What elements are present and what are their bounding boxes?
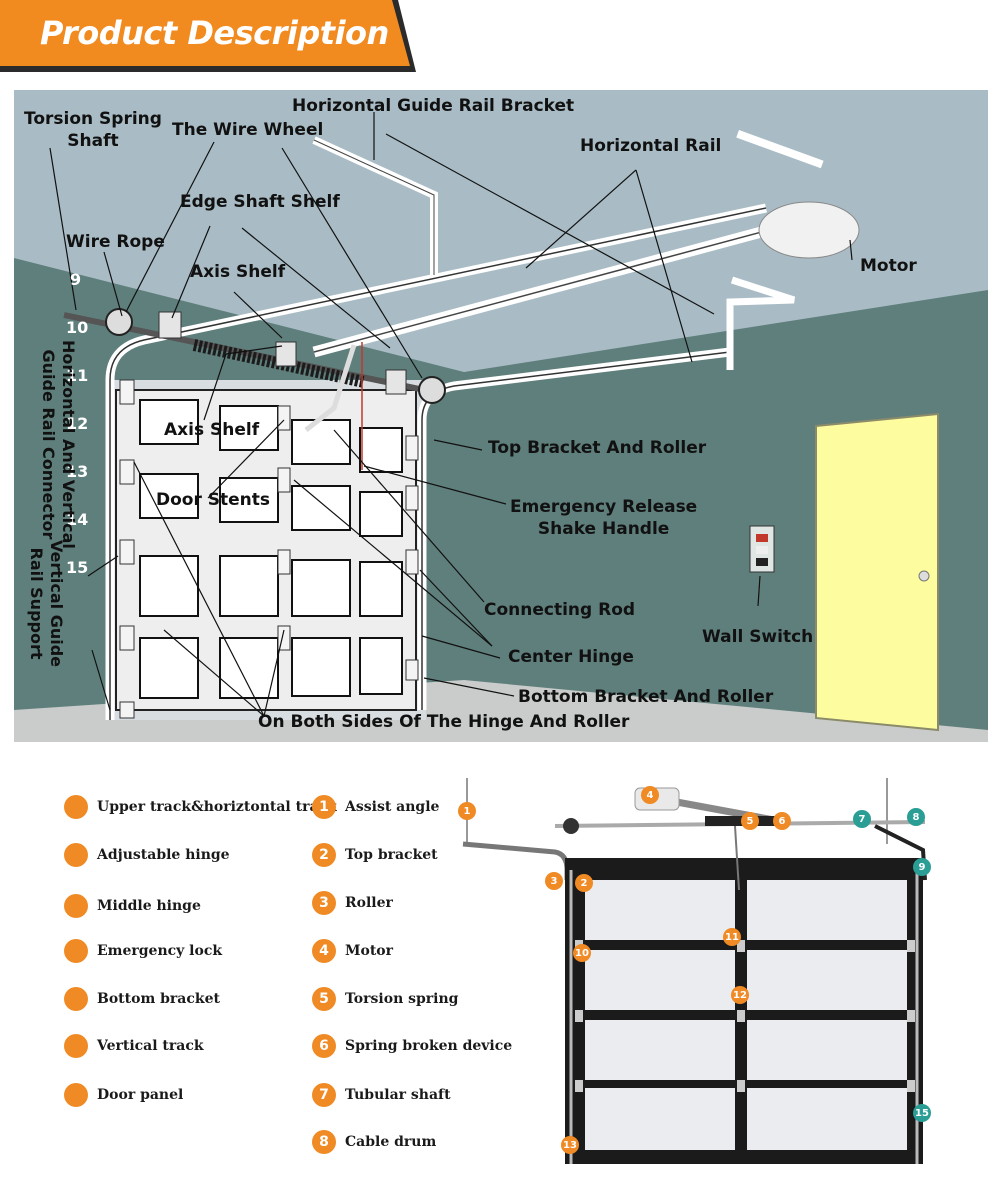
horizontal-guide-rail-bracket-label: Horizontal Guide Rail Bracket xyxy=(292,96,575,116)
diagram-number-13: 13 xyxy=(66,462,89,481)
bullet-icon xyxy=(64,939,88,963)
legend-item: Emergency lock xyxy=(64,936,222,966)
banner xyxy=(0,0,416,72)
number-badge: 3 xyxy=(312,891,336,915)
legend-label: Upper track&horiztontal track xyxy=(97,799,337,815)
garage-illustration xyxy=(14,90,988,742)
number-badge: 4 xyxy=(312,939,336,963)
number-badge: 1 xyxy=(312,795,336,819)
legend-item: 6 Spring broken device xyxy=(312,1031,512,1061)
legend-item: Vertical track xyxy=(64,1031,204,1061)
legend-label: Roller xyxy=(345,895,393,911)
photo-badge-6: 6 xyxy=(773,812,791,830)
wall-switch-label: Wall Switch xyxy=(702,627,814,647)
diagram-number-11: 11 xyxy=(66,366,89,385)
hv-connector-label: Horizontal And Vertical Guide Rail Conne… xyxy=(39,340,78,549)
legend-item: 7 Tubular shaft xyxy=(312,1080,451,1110)
wire-rope-label: Wire Rope xyxy=(66,232,165,252)
number-badge: 6 xyxy=(312,1034,336,1058)
legend-item: 2 Top bracket xyxy=(312,840,438,870)
legend-item: Upper track&horiztontal track xyxy=(64,792,337,822)
motor-label: Motor xyxy=(860,256,917,276)
legend-label: Torsion spring xyxy=(345,991,459,1007)
diagram-number-12: 12 xyxy=(66,414,89,433)
legend-label: Adjustable hinge xyxy=(97,847,230,863)
garage-diagram: Torsion Spring Shaft The Wire Wheel Hori… xyxy=(14,90,988,742)
number-badge: 7 xyxy=(312,1083,336,1107)
legend-label: Assist angle xyxy=(345,799,440,815)
legend-item: Middle hinge xyxy=(64,891,201,921)
photo-badge-5: 5 xyxy=(741,812,759,830)
center-hinge-label: Center Hinge xyxy=(508,647,634,667)
edge-shaft-shelf-label: Edge Shaft Shelf xyxy=(180,192,340,212)
torsion-spring-shaft-label: Torsion Spring Shaft xyxy=(24,109,162,151)
legend-label: Spring broken device xyxy=(345,1038,513,1054)
photo-badge-8: 8 xyxy=(907,808,925,826)
bullet-icon xyxy=(64,843,88,867)
axis-shelf-label-top: Axis Shelf xyxy=(190,262,286,282)
legend-item: 1 Assist angle xyxy=(312,792,439,822)
diagram-number-14: 14 xyxy=(66,510,89,529)
diagram-number-15: 15 xyxy=(66,558,89,577)
number-badge: 2 xyxy=(312,843,336,867)
vertical-support-label: Vertical Guide Rail Support xyxy=(27,540,66,668)
emergency-release-label: Emergency Release Shake Handle xyxy=(510,497,698,539)
photo-badge-11: 11 xyxy=(723,928,741,946)
legend-item: 4 Motor xyxy=(312,936,393,966)
door-stents-label: Door Stents xyxy=(156,490,271,510)
legend-item: Adjustable hinge xyxy=(64,840,230,870)
legend-label: Top bracket xyxy=(345,847,438,863)
connecting-rod-label: Connecting Rod xyxy=(484,600,636,620)
photo-badge-15: 15 xyxy=(913,1104,931,1122)
photo-badge-10: 10 xyxy=(573,944,591,962)
page-title: Product Description xyxy=(40,14,389,52)
hinge-and-roller-label: On Both Sides Of The Hinge And Roller xyxy=(258,712,630,732)
door-photo-illustration xyxy=(462,778,927,1164)
number-badge: 8 xyxy=(312,1130,336,1154)
legend-item: Bottom bracket xyxy=(64,984,220,1014)
photo-badge-4: 4 xyxy=(641,786,659,804)
legend-label: Emergency lock xyxy=(97,943,223,959)
legend-item: 8 Cable drum xyxy=(312,1127,436,1157)
photo-badge-2: 2 xyxy=(575,874,593,892)
diagram-number-9: 9 xyxy=(70,270,82,289)
legend-label: Door panel xyxy=(97,1087,184,1103)
number-badge: 5 xyxy=(312,987,336,1011)
bullet-icon xyxy=(64,894,88,918)
photo-badge-9: 9 xyxy=(913,858,931,876)
bullet-icon xyxy=(64,795,88,819)
photo-badge-7: 7 xyxy=(853,810,871,828)
diagram-number-10: 10 xyxy=(66,318,89,337)
legend-item: 5 Torsion spring xyxy=(312,984,458,1014)
wire-wheel-label: The Wire Wheel xyxy=(172,120,324,140)
bullet-icon xyxy=(64,1034,88,1058)
top-bracket-roller-label: Top Bracket And Roller xyxy=(488,438,707,458)
product-photo: 1 2 3 4 5 6 7 8 9 10 11 12 13 15 xyxy=(455,770,945,1170)
legend-label: Motor xyxy=(345,943,394,959)
bullet-icon xyxy=(64,1083,88,1107)
legend-label: Tubular shaft xyxy=(345,1087,451,1103)
legend-label: Middle hinge xyxy=(97,898,201,914)
legend-item: 3 Roller xyxy=(312,888,393,918)
photo-badge-1: 1 xyxy=(458,802,476,820)
bottom-bracket-roller-label: Bottom Bracket And Roller xyxy=(518,687,774,707)
photo-badge-3: 3 xyxy=(545,872,563,890)
legend-item: Door panel xyxy=(64,1080,183,1110)
legend-label: Bottom bracket xyxy=(97,991,220,1007)
horizontal-rail-label: Horizontal Rail xyxy=(580,136,722,156)
legend-label: Cable drum xyxy=(345,1134,437,1150)
legend-label: Vertical track xyxy=(97,1038,204,1054)
axis-shelf-label-door: Axis Shelf xyxy=(164,420,260,440)
photo-badge-13: 13 xyxy=(561,1136,579,1154)
bullet-icon xyxy=(64,987,88,1011)
photo-badge-12: 12 xyxy=(731,986,749,1004)
